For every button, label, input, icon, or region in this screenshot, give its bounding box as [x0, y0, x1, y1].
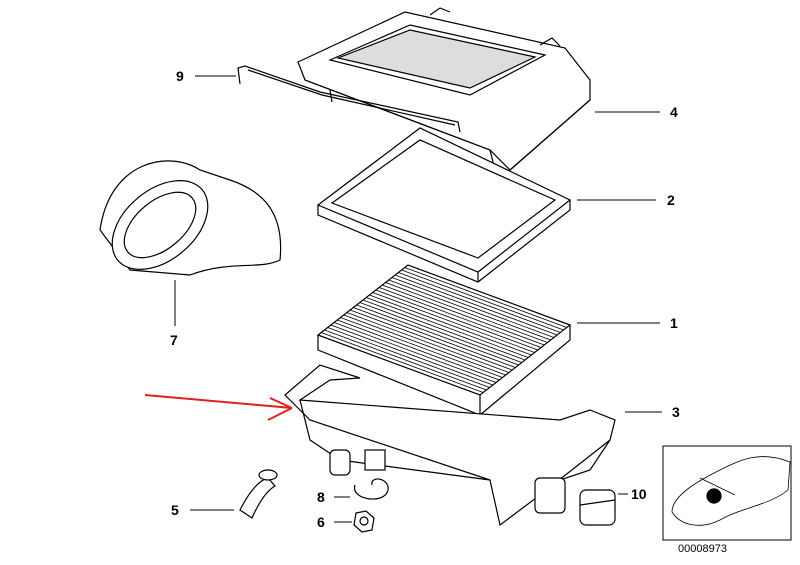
part-3-housing [284, 364, 616, 527]
callout-1: 1 [670, 315, 678, 331]
part-5-hose [239, 469, 278, 519]
callout-5: 5 [171, 502, 179, 518]
diagram-number: 00008973 [678, 543, 727, 555]
part-1-filter [316, 264, 572, 416]
filter-pleat [366, 297, 529, 358]
filter-pleat [369, 294, 532, 356]
filter-pleat [391, 277, 555, 338]
filter-pleat [340, 317, 503, 378]
vehicle-location-inset [662, 445, 792, 541]
filter-pleat [343, 314, 506, 376]
part-6-nut [353, 510, 375, 533]
filter-pleat [321, 332, 484, 393]
callout-4: 4 [670, 104, 678, 120]
filter-pleat [362, 299, 526, 361]
filter-pleat [388, 279, 551, 341]
part-9-bracket [237, 65, 461, 133]
filter-pleat [324, 329, 487, 391]
filter-pleat [356, 304, 519, 366]
filter-pleat [359, 302, 522, 363]
callout-10: 10 [631, 486, 647, 502]
part-2-frame [316, 127, 572, 283]
leader-lines [174, 75, 662, 523]
filter-pleat [401, 269, 564, 331]
red-arrow-indicator [144, 394, 293, 421]
filter-pleat [337, 319, 500, 381]
part-8-clip [354, 478, 389, 500]
part-4-cover [297, 7, 591, 171]
callout-8: 8 [317, 489, 325, 505]
filter-pleat [353, 307, 516, 368]
filter-pleat [395, 274, 558, 336]
callout-9: 9 [176, 68, 184, 84]
filter-pleat [350, 309, 513, 371]
filter-pleat [327, 327, 490, 388]
part-7-duct [99, 160, 282, 276]
filter-pleat [330, 324, 493, 386]
filter-pleat [404, 267, 567, 328]
filter-pleat [375, 289, 538, 351]
filter-pleat [398, 272, 561, 333]
filter-pleat [385, 282, 548, 343]
callout-3: 3 [672, 404, 680, 420]
filter-pleat [378, 287, 542, 348]
callout-6: 6 [317, 514, 325, 530]
callout-7: 7 [170, 332, 178, 348]
callout-2: 2 [667, 192, 675, 208]
filter-pleat [346, 312, 510, 373]
filter-pleat [382, 284, 545, 346]
part-10-cap [579, 489, 616, 526]
filter-pleat [333, 322, 497, 383]
filter-pleat [372, 292, 535, 353]
